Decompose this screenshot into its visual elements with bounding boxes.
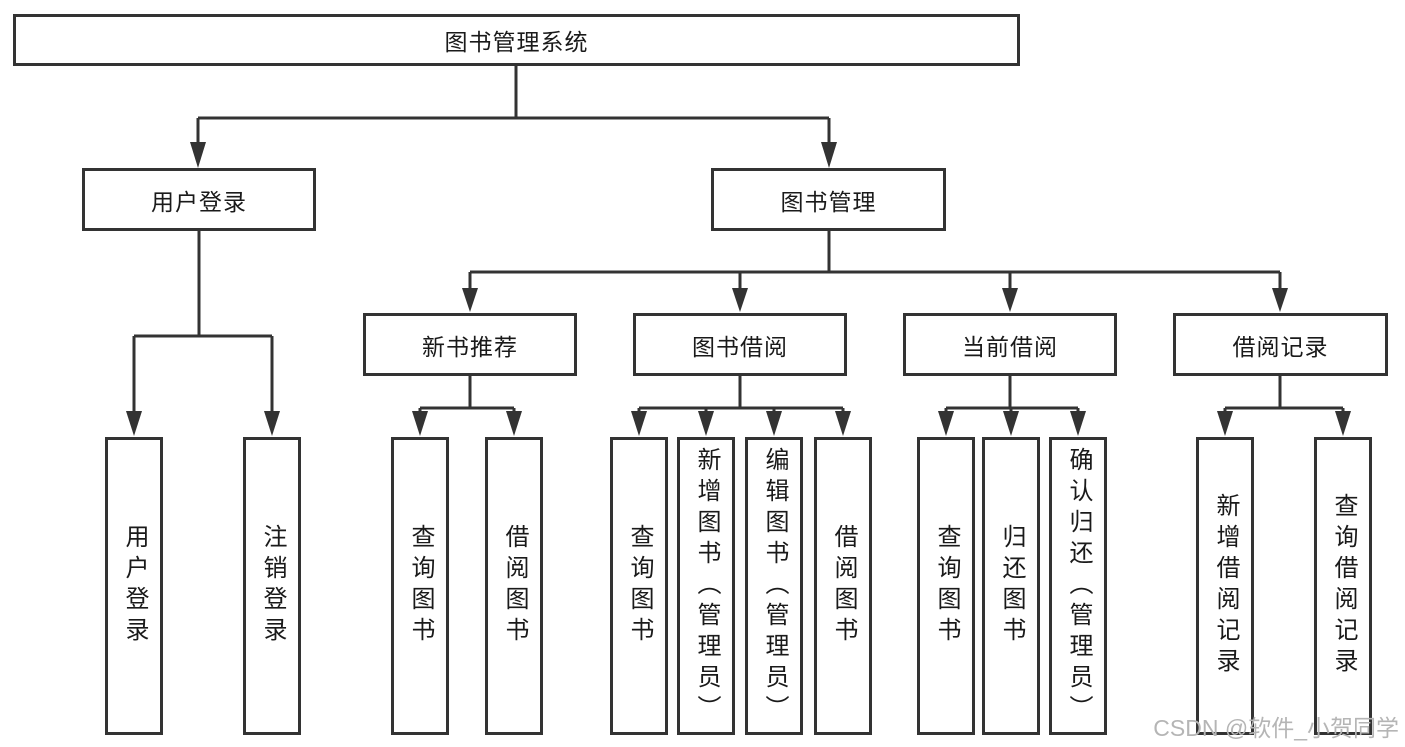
- leaf-borrowing-borrow-books: 借阅图书: [814, 437, 872, 735]
- arrowhead: [190, 142, 206, 168]
- connector-paths: [132, 66, 1345, 413]
- node-book-borrowing-label: 图书借阅: [692, 333, 788, 360]
- arrowhead: [1002, 288, 1018, 312]
- arrowhead: [1272, 288, 1288, 312]
- arrowhead: [938, 411, 954, 436]
- leaf-confirm-return-admin: 确认归还（管理员）: [1049, 437, 1107, 735]
- arrowhead: [698, 411, 714, 436]
- root-node-label: 图书管理系统: [444, 29, 589, 55]
- arrowhead: [732, 288, 748, 312]
- node-new-book-recommendation-label: 新书推荐: [422, 333, 518, 360]
- node-book-borrowing: 图书借阅: [633, 313, 847, 376]
- node-borrowing-records-label: 借阅记录: [1232, 333, 1329, 360]
- arrowhead: [821, 142, 837, 168]
- arrowhead: [1070, 411, 1086, 436]
- arrowhead: [1335, 411, 1351, 436]
- arrowhead: [264, 411, 280, 436]
- leaf-edit-book-admin: 编辑图书（管理员）: [745, 437, 803, 735]
- leaf-recommend-borrow-books: 借阅图书: [485, 437, 543, 735]
- leaf-return-book: 归还图书: [982, 437, 1040, 735]
- arrowhead: [412, 411, 428, 436]
- leaf-query-borrow-record: 查询借阅记录: [1314, 437, 1372, 735]
- arrowhead: [462, 288, 478, 312]
- node-new-book-recommendation: 新书推荐: [363, 313, 577, 376]
- leaf-logout: 注销登录: [243, 437, 301, 735]
- arrowhead: [126, 411, 142, 436]
- node-borrowing-records: 借阅记录: [1173, 313, 1388, 376]
- csdn-watermark: CSDN @软件_小贺同学: [1153, 715, 1399, 741]
- arrowhead: [1003, 411, 1019, 436]
- arrowhead: [835, 411, 851, 436]
- leaf-recommend-query-books: 查询图书: [391, 437, 449, 735]
- node-book-management: 图书管理: [711, 168, 946, 231]
- arrowhead: [1217, 411, 1233, 436]
- leaf-add-borrow-record: 新增借阅记录: [1196, 437, 1254, 735]
- leaf-add-book-admin: 新增图书（管理员）: [677, 437, 735, 735]
- leaf-borrowing-query-books: 查询图书: [610, 437, 668, 735]
- arrowhead: [631, 411, 647, 436]
- leaf-user-login: 用户登录: [105, 437, 163, 735]
- node-book-management-label: 图书管理: [780, 188, 877, 215]
- root-node: 图书管理系统: [13, 14, 1020, 66]
- node-current-borrowing-label: 当前借阅: [962, 333, 1058, 360]
- arrowhead: [766, 411, 782, 436]
- node-current-borrowing: 当前借阅: [903, 313, 1117, 376]
- leaf-current-query-books: 查询图书: [917, 437, 975, 735]
- node-user-login-label: 用户登录: [151, 188, 247, 215]
- node-user-login: 用户登录: [82, 168, 316, 231]
- arrowhead: [506, 411, 522, 436]
